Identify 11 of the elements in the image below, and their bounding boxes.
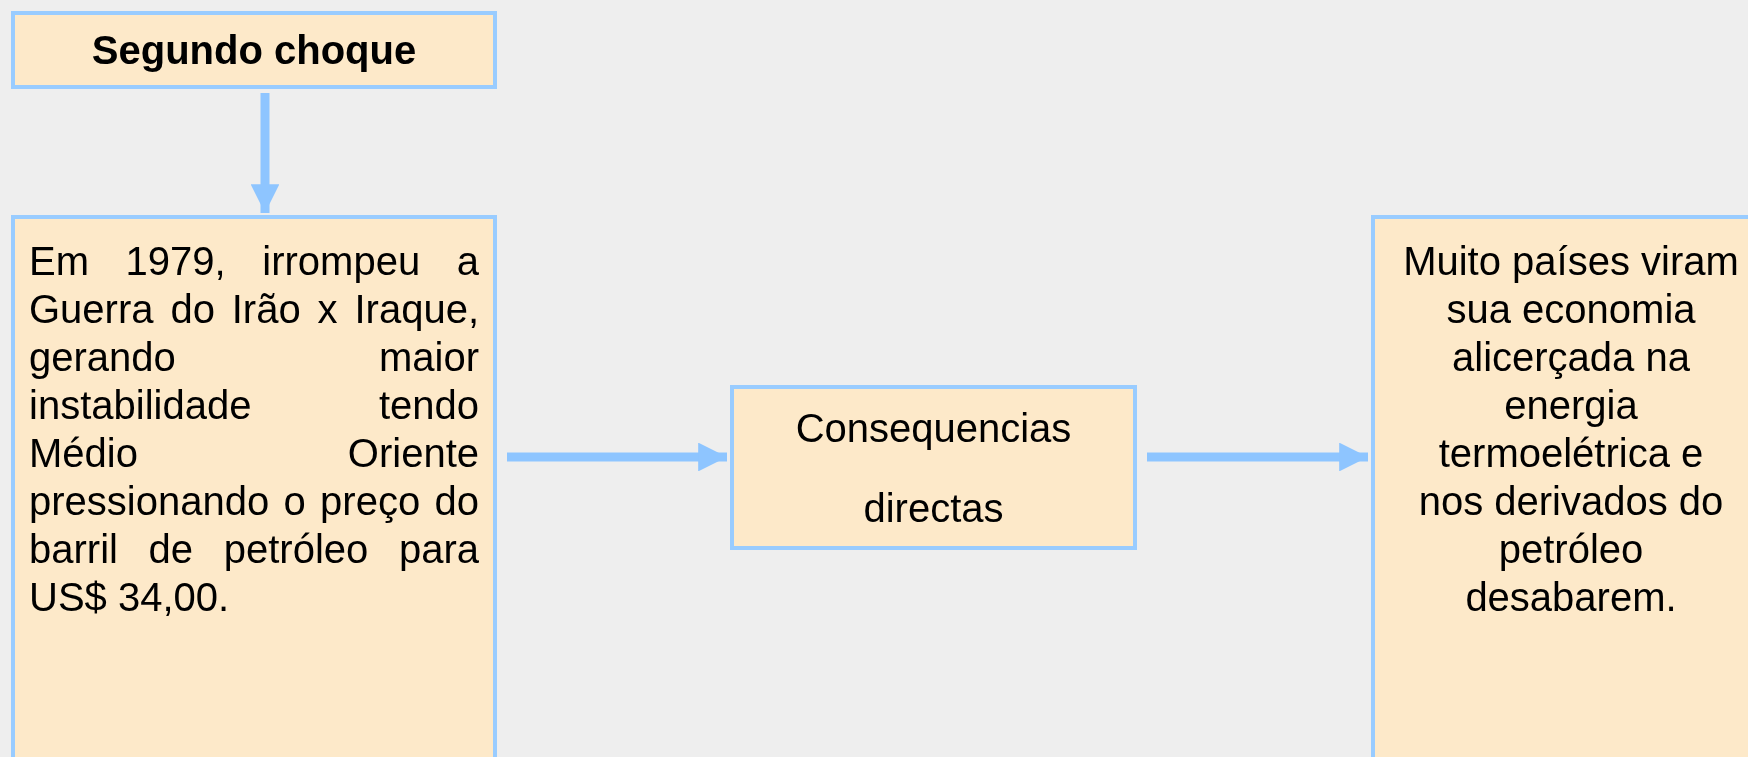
process-box — [1371, 215, 1748, 757]
arrow — [250, 93, 280, 213]
description: Muito países viram sua economia alicerçada na energia termoelétrica e nos derivados do petróleo desabarem. — [1402, 238, 1740, 621]
title-box — [11, 11, 497, 89]
process-box — [11, 215, 497, 757]
heading: Segundo choque — [91, 27, 417, 74]
process-box — [730, 385, 1137, 550]
description: Em 1979, irrompeu a Guerra do Irão x Iraque, gerando maior instabilidade tendo Médio Oriente pressionando o preço do barril de petróleo para US$ 34,00. — [28, 238, 480, 621]
description: Consequencias directas — [794, 404, 1073, 532]
arrow — [1147, 442, 1368, 472]
arrow — [507, 442, 727, 472]
